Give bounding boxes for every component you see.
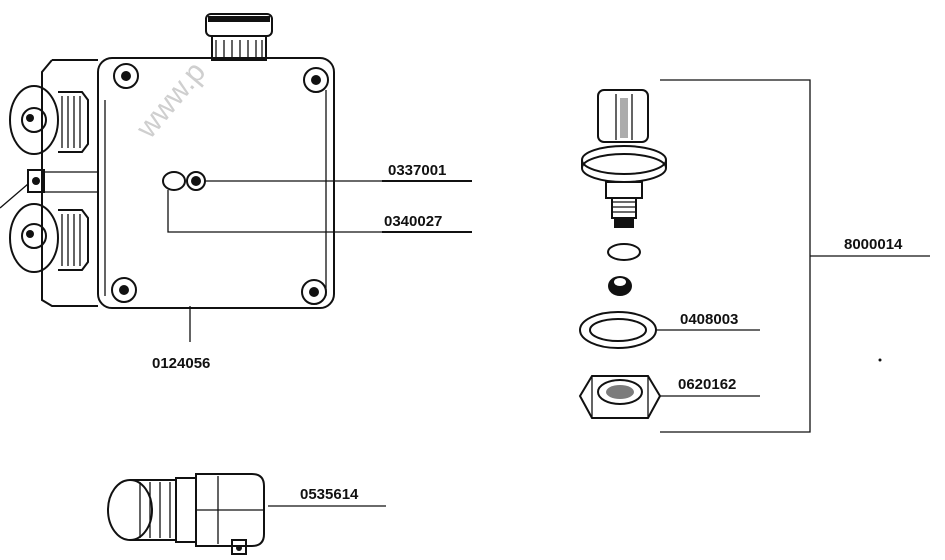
side-cable-gland-upper bbox=[9, 85, 89, 155]
corner-screw-icon bbox=[301, 279, 327, 305]
corner-screw-icon bbox=[111, 277, 137, 303]
sealing-ring-icon bbox=[579, 311, 657, 349]
junction-box-housing bbox=[0, 13, 335, 309]
callout-0535614: 0535614 bbox=[300, 486, 359, 503]
corner-screw-icon bbox=[113, 63, 139, 89]
callout-0620162: 0620162 bbox=[678, 376, 736, 393]
callout-8000014: 8000014 bbox=[844, 236, 903, 253]
o-ring-icon bbox=[607, 243, 641, 261]
valve-assembly bbox=[581, 89, 667, 228]
side-cable-gland-lower bbox=[9, 203, 89, 273]
plug-icon bbox=[608, 276, 632, 296]
center-screw-icon bbox=[186, 171, 206, 191]
callout-0337001: 0337001 bbox=[388, 162, 446, 179]
callout-0124056: 0124056 bbox=[152, 355, 210, 372]
hex-nut-icon bbox=[578, 375, 662, 419]
cable-gland-part bbox=[107, 473, 265, 555]
corner-screw-icon bbox=[303, 67, 329, 93]
callout-0340027: 0340027 bbox=[384, 213, 442, 230]
callout-0408003: 0408003 bbox=[680, 311, 738, 328]
watermark-text: www.p bbox=[129, 56, 212, 146]
center-washer-icon bbox=[162, 171, 186, 191]
leader-line-washer bbox=[167, 190, 472, 233]
top-cable-gland bbox=[205, 13, 273, 61]
